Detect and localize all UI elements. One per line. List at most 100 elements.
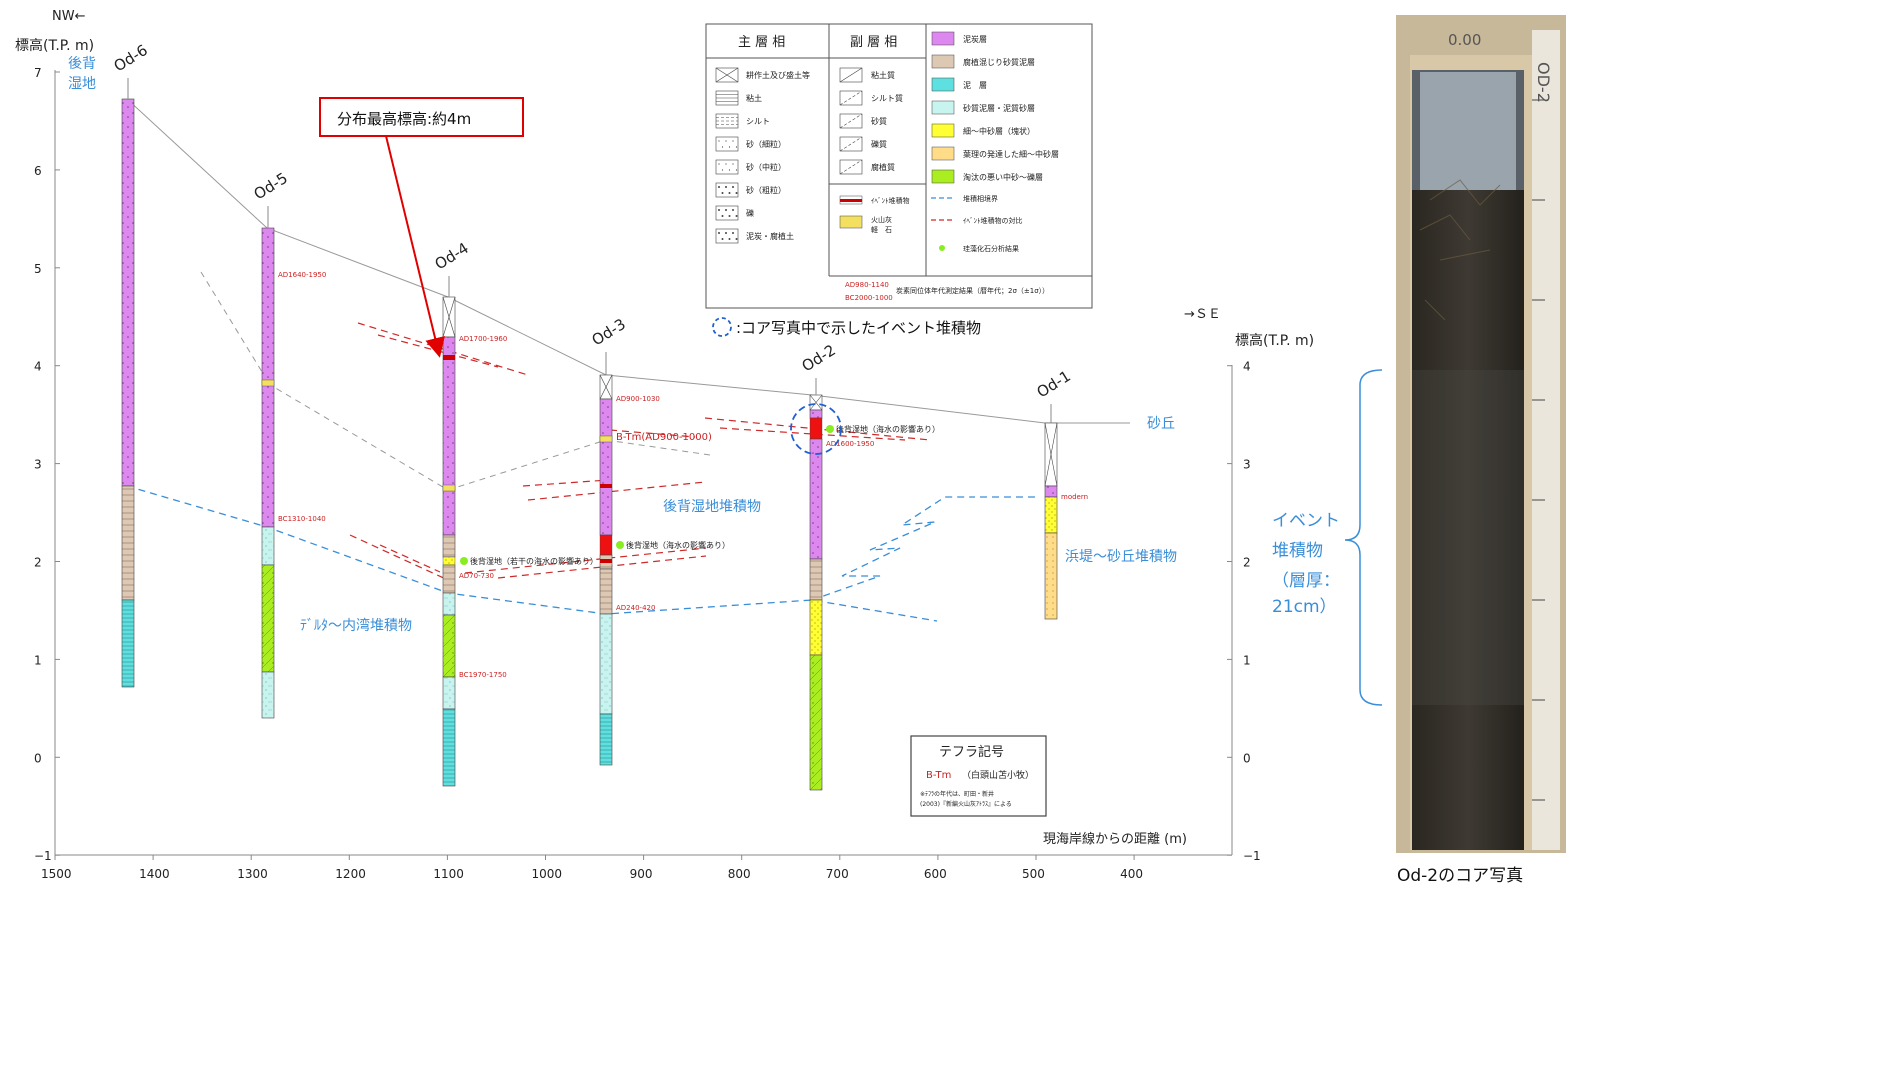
right-y-tick: 4	[1243, 360, 1251, 374]
legend-color-label: 淘汰の悪い中砂～礫層	[963, 172, 1043, 182]
backmarsh-label: 後背湿地	[68, 56, 96, 92]
legend-line-diatom: 珪藻化石分析結果	[963, 244, 1019, 253]
legend-dating-2: BC2000-1000	[845, 294, 893, 302]
legend-line-event: ｲﾍﾞﾝﾄ堆積物の対比	[963, 216, 1023, 225]
dating-labels: AD1640-1950 BC1310-1040 AD1700-1960 AD70…	[278, 271, 1088, 679]
tephra-title: テフラ記号	[939, 744, 1004, 760]
borehole-label-od2: Od-2	[799, 341, 839, 375]
legend-sub-label: 腐植質	[871, 162, 895, 172]
core-caption: Od-2のコア写真	[1397, 866, 1523, 886]
borehole-label-od6: Od-6	[111, 41, 151, 75]
borehole-label-od5: Od-5	[251, 169, 291, 203]
legend-special-event: ｲﾍﾞﾝﾄ堆積物	[871, 196, 910, 205]
x-tick: 1300	[237, 867, 268, 881]
event-note: :コア写真中で示したイベント堆積物	[712, 317, 981, 337]
x-tick: 1000	[532, 867, 563, 881]
borehole-od1	[1044, 422, 1058, 620]
callout-arrow	[385, 135, 445, 358]
borehole-label-od1: Od-1	[1034, 367, 1074, 401]
legend-main-label: 砂（粗粒）	[746, 185, 786, 195]
left-y-tick: 1	[34, 653, 42, 667]
x-tick: 600	[924, 867, 947, 881]
diatom-text-od2: 後背湿地（海水の影響あり）	[836, 424, 940, 434]
beach-deposit-label: 浜堤～砂丘堆積物	[1065, 549, 1177, 565]
date-od5-bot: BC1310-1040	[278, 515, 326, 523]
legend-dating-text: 炭素同位体年代測定結果（暦年代；2σ（±1σ））	[896, 286, 1049, 295]
diatom-dot-od3	[616, 541, 624, 549]
legend-sub-label: シルト質	[871, 93, 903, 103]
legend-color-label: 葉理の発達した細～中砂層	[963, 149, 1059, 159]
x-axis-title: 現海岸線からの距離 (m)	[1043, 831, 1187, 847]
legend-line-boundary: 堆積相境界	[963, 194, 998, 203]
left-y-tick: 2	[34, 556, 42, 570]
x-tick: 1400	[139, 867, 170, 881]
borehole-stems	[127, 78, 1052, 423]
legend-main-label: 砂（細粒）	[746, 139, 786, 149]
date-od2-mid: AD1600-1950	[826, 440, 874, 448]
legend-main-label: シルト	[746, 117, 770, 126]
legend: 主 層 相 副 層 相 耕作土及び盛土等粘土シルト砂（細粒）砂（中粒）砂（粗粒）…	[705, 23, 1093, 309]
borehole-label-od4: Od-4	[432, 239, 472, 273]
diatom-text-od3: 後背湿地（海水の影響あり）	[626, 540, 730, 550]
legend-sub-header: 副 層 相	[850, 35, 897, 50]
nw-label: NW←	[52, 9, 86, 24]
right-y-tick: −1	[1243, 849, 1261, 863]
date-od3-top: AD900-1030	[616, 395, 660, 403]
legend-main-header: 主 層 相	[738, 35, 785, 50]
legend-main-label: 砂（中粒）	[746, 162, 786, 172]
borehole-od2	[809, 394, 823, 791]
x-tick: 1100	[433, 867, 464, 881]
legend-special-pumice: 軽 石	[871, 225, 892, 234]
diatom-dot-od2	[826, 425, 834, 433]
right-y-tick: 0	[1243, 751, 1251, 765]
legend-dating-1: AD980-1140	[845, 281, 889, 289]
facies-boundaries	[126, 485, 1040, 622]
legend-sub-label: 礫質	[871, 139, 887, 149]
borehole-columns	[121, 98, 1058, 791]
legend-color-label: 細～中砂層（塊状）	[963, 126, 1035, 136]
left-y-tick: 4	[34, 360, 42, 374]
x-tick: 800	[728, 867, 751, 881]
date-od3-bot: AD240-420	[616, 604, 655, 612]
se-label: →ＳＥ	[1184, 307, 1221, 322]
x-tick: 400	[1120, 867, 1143, 881]
core-texture	[1419, 179, 1501, 321]
date-od4-top: AD1700-1960	[459, 335, 507, 343]
left-y-tick: 0	[34, 751, 42, 765]
borehole-label-od3: Od-3	[589, 315, 629, 349]
date-od4-bot: BC1970-1750	[459, 671, 507, 679]
tephra-legend: テフラ記号 B-Tm （白頭山苫小牧） ※ﾃﾌﾗの年代は、町田・新井 (2003…	[910, 735, 1047, 817]
x-tick: 1200	[335, 867, 366, 881]
right-y-tick: 3	[1243, 458, 1251, 472]
event-note-text: :コア写真中で示したイベント堆積物	[736, 319, 981, 337]
backmarsh-deposit-label: 後背湿地堆積物	[663, 499, 761, 515]
borehole-od5	[261, 227, 275, 719]
x-tick: 1500	[41, 867, 72, 881]
left-y-tick: 5	[34, 262, 42, 276]
callout-text: 分布最高標高:約4m	[337, 110, 471, 128]
left-axis-title: 標高(T.P. m)	[15, 37, 94, 54]
left-y-tick: 6	[34, 164, 42, 178]
tephra-label-od3: B-Tm(AD900-1000)	[616, 432, 712, 443]
legend-main-label: 耕作土及び盛土等	[746, 70, 810, 80]
right-y-tick: 1	[1243, 653, 1251, 667]
event-bracket	[1344, 369, 1383, 706]
tephra-name: （白頭山苫小牧）	[962, 769, 1034, 781]
legend-color-label: 泥 層	[963, 81, 987, 90]
area-labels: 後背湿地 砂丘 後背湿地堆積物 ﾃﾞﾙﾀ～内湾堆積物 浜堤～砂丘堆積物	[68, 56, 1177, 634]
x-tick: 900	[630, 867, 653, 881]
date-od5-top: AD1640-1950	[278, 271, 326, 279]
borehole-od6	[121, 98, 135, 688]
legend-main-label: 泥炭・腐植土	[746, 231, 794, 241]
dune-label: 砂丘	[1147, 416, 1175, 432]
core-top-mark: 0.00	[1448, 31, 1481, 49]
event-deposit-label: イベント 堆積物 （層厚： 21cm）	[1272, 511, 1345, 617]
diatom-text-od4: 後背湿地（若干の海水の影響あり）	[470, 556, 598, 566]
diatom-results: 後背湿地（若干の海水の影響あり） 後背湿地（海水の影響あり） 後背湿地（海水の影…	[460, 424, 940, 566]
legend-color-label: 腐植混じり砂質泥層	[963, 57, 1035, 67]
